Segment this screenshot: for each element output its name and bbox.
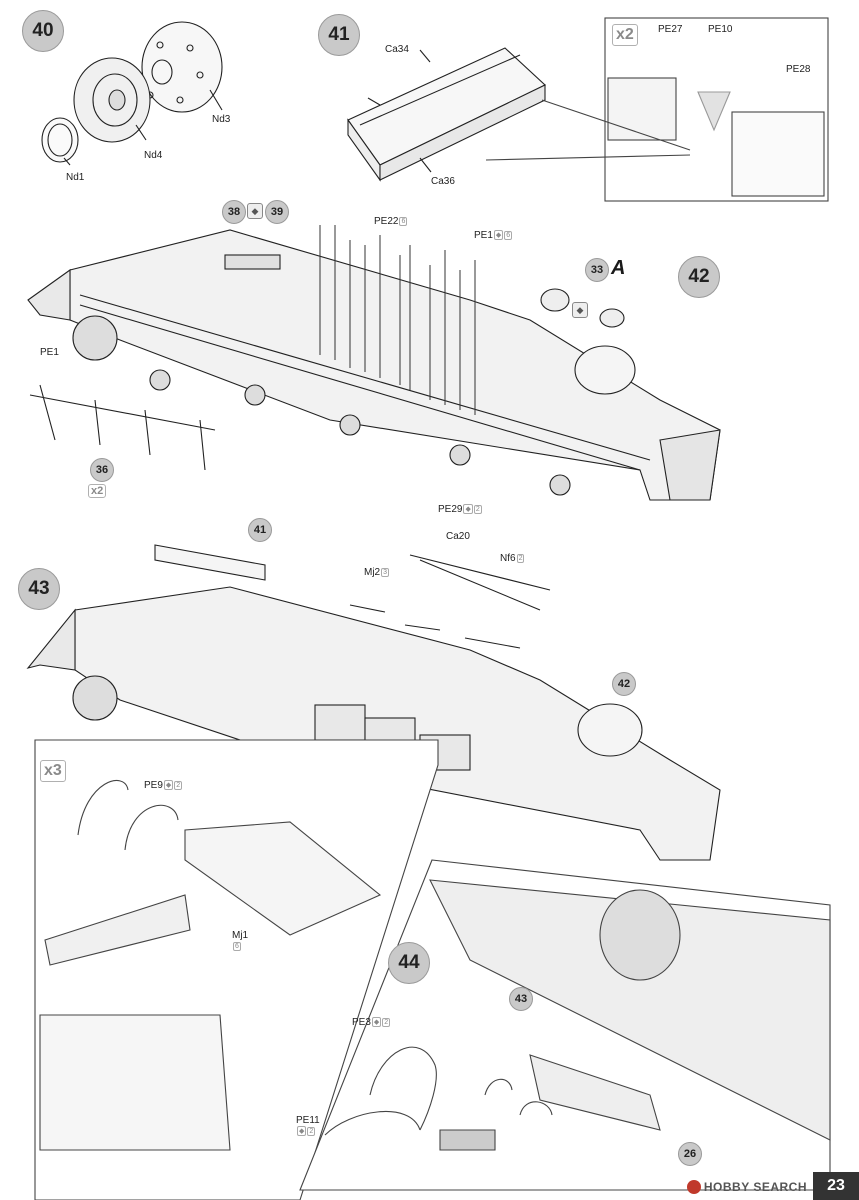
part-label-pe27: PE27 bbox=[658, 24, 683, 35]
quantity-x3-step43: x3 bbox=[40, 760, 66, 782]
ref-43: 43 bbox=[509, 987, 533, 1011]
part-label-pe1-top: PE1◆6 bbox=[474, 230, 513, 241]
part-label-pe1-left: PE1 bbox=[40, 347, 59, 358]
part-label-nd1: Nd1 bbox=[66, 172, 85, 183]
quantity-x2-step42: x2 bbox=[88, 484, 107, 498]
qty-badge: 6 bbox=[399, 216, 408, 226]
watermark: HOBBY SEARCH bbox=[686, 1180, 807, 1194]
part-code: PE22 bbox=[374, 216, 399, 227]
part-label-ca34: Ca34 bbox=[385, 44, 409, 55]
grab-handles-step42 bbox=[29, 384, 216, 471]
wheel-nd3 bbox=[141, 21, 223, 113]
ref-39: 39 bbox=[265, 200, 289, 224]
part-code: PE1 bbox=[474, 230, 493, 241]
hull-step43 bbox=[26, 544, 721, 861]
paint-badge: ◆ bbox=[493, 230, 504, 241]
hull-step42 bbox=[27, 225, 721, 501]
part-code: PE3 bbox=[352, 1017, 371, 1028]
step-number-41: 41 bbox=[318, 14, 360, 56]
part-label-pe29: PE29◆2 bbox=[438, 504, 482, 515]
part-code: PE9 bbox=[144, 780, 163, 791]
quantity-x2-step41: x2 bbox=[612, 24, 638, 46]
part-code: Nf6 bbox=[500, 553, 516, 564]
paint-badge: ◆ bbox=[297, 1126, 307, 1137]
ref-41: 41 bbox=[248, 518, 272, 542]
step41-detail-box bbox=[485, 17, 829, 202]
ref-38: 38 bbox=[222, 200, 246, 224]
paint-icon: ◆ bbox=[572, 302, 588, 318]
paint-badge: ◆ bbox=[163, 780, 174, 791]
step-number-44: 44 bbox=[388, 942, 430, 984]
part-code: Mj2 bbox=[364, 567, 381, 578]
brand-name: HOBBY SEARCH bbox=[703, 1180, 807, 1194]
step-number-42: 42 bbox=[678, 256, 720, 298]
qty-badge: 2 bbox=[174, 780, 183, 790]
part-code: PE11 bbox=[296, 1115, 320, 1126]
paint-badge: ◆ bbox=[463, 504, 473, 515]
part-label-nd3: Nd3 bbox=[212, 114, 231, 125]
part-label-ca20: Ca20 bbox=[446, 531, 470, 542]
hubcap-nd1 bbox=[41, 117, 79, 163]
qty-badge: 2 bbox=[307, 1126, 316, 1136]
qty-badge: 6 bbox=[504, 230, 513, 240]
page-number: 23 bbox=[813, 1172, 859, 1200]
part-label-nd4: Nd4 bbox=[144, 150, 163, 161]
paint-badge: ◆ bbox=[371, 1017, 382, 1028]
step-number-43: 43 bbox=[18, 568, 60, 610]
qty-badge: 6 bbox=[233, 941, 241, 951]
brand-logo-icon bbox=[686, 1180, 701, 1194]
assembly-letter-a: A bbox=[611, 257, 626, 279]
part-code: Mj1 bbox=[232, 930, 249, 941]
step44-detail bbox=[299, 859, 831, 1191]
qty-badge: 2 bbox=[382, 1017, 391, 1027]
stowage-box bbox=[347, 47, 546, 182]
paint-icon: ◆ bbox=[247, 203, 263, 219]
qty-badge: 2 bbox=[516, 553, 525, 563]
part-label-pe3: PE3◆2 bbox=[352, 1017, 391, 1028]
step-number-40: 40 bbox=[22, 10, 64, 52]
qty-badge: 2 bbox=[473, 504, 482, 514]
ref-42: 42 bbox=[612, 672, 636, 696]
part-label-pe11: PE11◆2 bbox=[296, 1115, 320, 1137]
ref-36: 36 bbox=[90, 458, 114, 482]
part-label-ca36: Ca36 bbox=[431, 176, 455, 187]
part-code: PE29 bbox=[438, 504, 463, 515]
ref-33: 33 bbox=[585, 258, 609, 282]
qty-badge: 3 bbox=[381, 567, 390, 577]
part-label-pe28: PE28 bbox=[786, 64, 811, 75]
ref-26: 26 bbox=[678, 1142, 702, 1166]
step43-detail-panel bbox=[34, 739, 439, 1200]
part-label-pe10: PE10 bbox=[708, 24, 733, 35]
part-label-pe9: PE9◆2 bbox=[144, 780, 183, 791]
wheel-nd4 bbox=[73, 57, 151, 143]
